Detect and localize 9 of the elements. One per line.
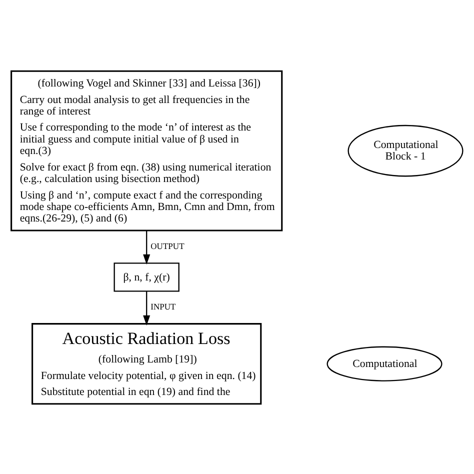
arrow	[143, 230, 150, 264]
node-ellipse: Computational Block - 1	[348, 124, 464, 176]
node-ellipse: Computational	[326, 346, 442, 381]
node-box: Acoustic Radiation Loss (following Lamb [19]) Formulate velocity potential, φ given in eqn. (14) Substitute potential in eqn (19) and find the	[32, 322, 262, 404]
edge-label: OUTPUT	[150, 240, 184, 251]
node-box: β, n, f, χ(r)	[114, 262, 180, 292]
node-box: (following Vogel and Skinner [33] and Leissa [36]) Carry out modal analysis to get all frequencies in the range of interest Use f corresponding to the mode ‘n’ of interest as the initial guess and compute initial value of β used in eqn.(3) Solve for exact β from eqn. (38) using numerical iteration (e.g., calculation using bisection method) Using β and ‘n’, compute exact f and the corresponding mode shape co-efficients Amn, Bmn, Cmn and Dmn, from eqns.(26-29), (5) and (6)	[10, 70, 283, 231]
arrow	[143, 290, 150, 325]
edge-label: INPUT	[150, 301, 176, 312]
